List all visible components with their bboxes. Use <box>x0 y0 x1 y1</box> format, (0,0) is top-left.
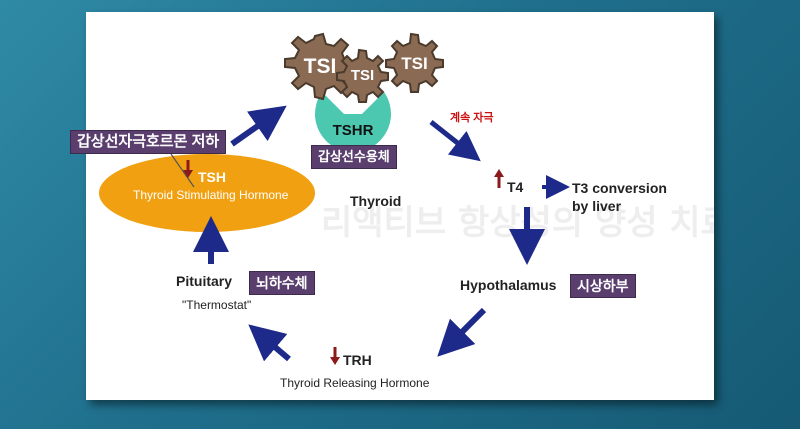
tsi-gear-large <box>284 32 356 101</box>
t4-up-arrow-icon <box>494 169 504 188</box>
tsi-label-small: TSI <box>350 67 375 84</box>
arrow-tsh-to-tsi <box>230 105 287 147</box>
tshr-label: TSHR <box>332 122 374 139</box>
trh-down-arrow-icon <box>330 347 340 365</box>
thyroid-label: Thyroid <box>350 193 402 209</box>
tsh-down-arrow-icon <box>183 160 193 178</box>
arrow-tshr-to-t4 <box>429 120 481 162</box>
tsi-label-large: TSI <box>303 55 337 78</box>
arrow-hypothalamus-to-trh <box>437 307 487 357</box>
tsi-gear-right <box>385 32 444 93</box>
trh-full-label: Thyroid Releasing Hormone <box>280 376 430 390</box>
tsh-label: TSH <box>198 169 226 185</box>
t3-conversion-label: T3 conversion <box>572 180 667 196</box>
callout-line <box>170 153 195 188</box>
tshr-korean-badge: 갑상선수용체 <box>311 145 397 169</box>
pituitary-korean-badge: 뇌하수체 <box>249 271 315 295</box>
diagram-card: 리액티브 항상성의 양성 치료이야기 <box>70 12 714 400</box>
hypothalamus-korean-badge: 시상하부 <box>570 274 636 298</box>
thermostat-label: "Thermostat" <box>182 298 252 312</box>
tsh-full-label: Thyroid Stimulating Hormone <box>133 188 289 202</box>
by-liver-label: by liver <box>572 198 622 214</box>
trh-label: TRH <box>343 352 372 368</box>
continuous-stimulation-label: 계속 자극 <box>450 112 494 124</box>
watermark-text: 리액티브 항상성의 양성 치료이야기 <box>321 203 714 243</box>
tsh-decrease-korean-badge: 갑상선자극호르몬 저하 <box>70 130 227 154</box>
diagram-canvas: 리액티브 항상성의 양성 치료이야기 <box>99 32 714 365</box>
tshr-receptor-shape <box>315 92 391 152</box>
tsi-gear-small <box>336 48 389 103</box>
tsh-ellipse <box>99 154 315 232</box>
arrow-trh-to-pituitary <box>248 324 291 362</box>
pituitary-label: Pituitary <box>176 273 233 289</box>
hypothalamus-label: Hypothalamus <box>460 277 557 293</box>
tsi-label-right: TSI <box>401 54 428 73</box>
t4-label: T4 <box>507 179 524 195</box>
